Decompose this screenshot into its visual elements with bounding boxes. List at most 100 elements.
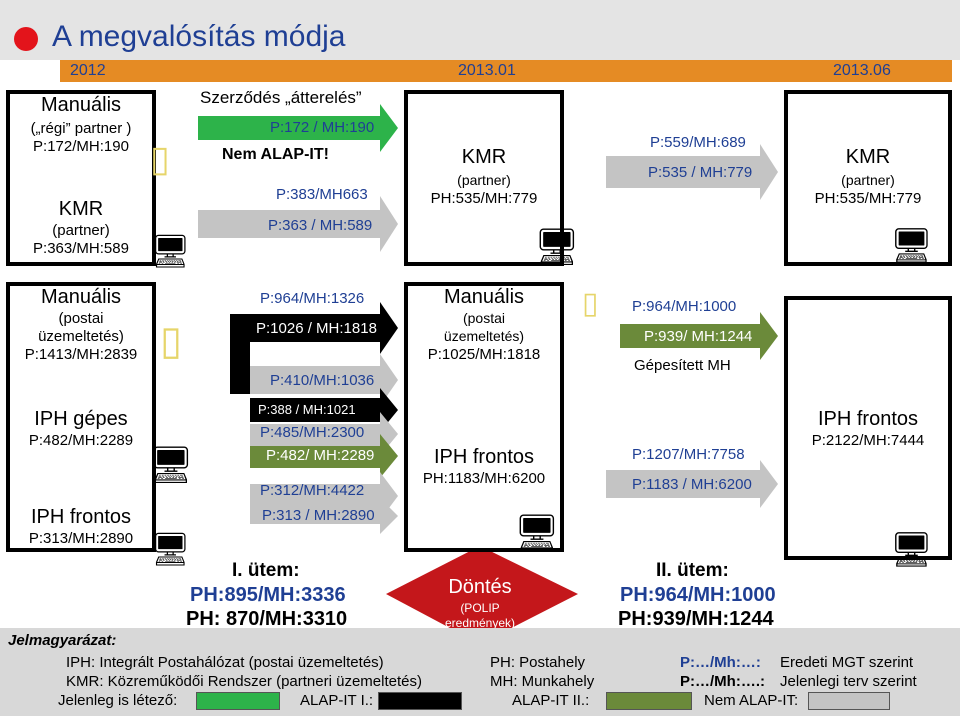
arrow3-label: P:1026 / MH:1818	[256, 320, 377, 337]
arrow2-label: P:363 / MH:589	[268, 217, 373, 234]
arrow1-label: P:172 / MH:190	[270, 119, 375, 136]
computer-icon: 🖥	[150, 531, 191, 567]
arrow10-top-label: P:559/MH:689	[650, 134, 746, 151]
arrow-green-1	[198, 104, 398, 152]
col1-b3-line3: üzemeltetés)	[38, 328, 124, 345]
col1-b3-line2: (postai	[58, 310, 104, 327]
phase1-line2: PH: 870/MH:3310	[186, 608, 348, 630]
arrow7-label: P:313 / MH:2890	[262, 507, 375, 524]
phase2-line2: PH:939/MH:1244	[618, 608, 774, 630]
note-icon: ▯	[150, 138, 170, 179]
computer-icon: 🖥	[890, 227, 934, 265]
arrow-olive-11	[620, 312, 778, 360]
phase1-title: I. ütem:	[232, 560, 300, 581]
box-col2-bottom	[404, 282, 564, 552]
col2-b2-line1: Manuális	[443, 286, 525, 308]
col1-b2-line3: P:363/MH:589	[33, 240, 129, 257]
col1-b5-line1: IPH frontos	[30, 506, 132, 528]
col2-b2-line2: (postai	[462, 310, 506, 326]
decision-line1: (POLIP	[460, 601, 500, 615]
col3-b1-line1: KMR	[845, 146, 891, 168]
box-col3-top	[784, 90, 952, 266]
legend-curr-desc: Jelenlegi terv szerint	[780, 673, 917, 690]
col2-b3-line2: PH:1183/MH:6200	[422, 470, 546, 487]
col1-b4-line1: IPH gépes	[34, 408, 128, 430]
col2-b1-line3: PH:535/MH:779	[430, 190, 538, 207]
box-col1-bottom	[6, 282, 156, 552]
legend-swatch-black	[378, 692, 462, 710]
arrow-gray-6	[250, 412, 398, 456]
legend-mh: MH: Munkahely	[490, 673, 595, 690]
col3-b2-line1: IPH frontos	[817, 408, 919, 430]
col2-b2-line3: üzemeltetés)	[443, 328, 525, 344]
arrow11-top-label: P:964/MH:1000	[632, 298, 737, 315]
legend-ph: PH: Postahely	[490, 654, 586, 671]
arrow-gray-4	[250, 354, 398, 406]
legend-heading: Jelmagyarázat:	[8, 632, 117, 649]
legend-swatch-gray	[808, 692, 890, 710]
arrow-gray-9	[250, 498, 398, 534]
legend-alap2: ALAP-IT II.:	[512, 692, 590, 709]
col1-b1-line2: („régi” partner )	[30, 120, 132, 137]
connector-black	[230, 338, 250, 394]
arrow6-label: P:482/ MH:2289	[266, 447, 375, 464]
legend-existing: Jelenleg is létező:	[58, 692, 178, 709]
arrow10-label: P:535 / MH:779	[648, 164, 753, 181]
legend-nemalap: Nem ALAP-IT:	[704, 692, 799, 709]
arrow5-label: P:388 / MH:1021	[258, 402, 356, 417]
arrow-black-5	[250, 388, 398, 432]
decision-diamond	[386, 546, 578, 644]
arrow3-top-label: P:964/MH:1326	[260, 290, 365, 307]
note-icon: ▯	[160, 319, 183, 363]
legend-iph: IPH: Integrált Postahálózat (postai üzem…	[66, 654, 384, 671]
computer-icon: 🖥	[150, 233, 191, 269]
arrow2-top-label: P:383/MH663	[276, 186, 368, 203]
legend-area	[0, 628, 960, 716]
computer-icon: 🖥	[514, 512, 560, 553]
col1-b4-line2: P:482/MH:2289	[28, 432, 134, 449]
arrow11-label: P:939/ MH:1244	[644, 328, 753, 345]
phase2-line1: PH:964/MH:1000	[620, 584, 776, 606]
arrow-olive-7	[250, 434, 398, 478]
decision-title: Döntés	[448, 576, 512, 598]
col2-b3-line1: IPH frontos	[433, 446, 535, 468]
col3-b2-line2: P:2122/MH:7444	[811, 432, 925, 449]
col3-b1-line2: (partner)	[841, 172, 895, 188]
legend-orig-desc: Eredeti MGT szerint	[780, 654, 914, 671]
legend-curr: P:…/Mh:….:	[680, 673, 765, 690]
not-alap-label: Nem ALAP-IT!	[222, 146, 329, 163]
legend-swatch-olive	[606, 692, 692, 710]
col3-b1-line3: PH:535/MH:779	[814, 190, 922, 207]
legend-swatch-green	[196, 692, 280, 710]
arrow-gray-12	[606, 460, 778, 508]
arrow7-top-label: P:312/MH:4422	[260, 482, 365, 499]
timeline-bar	[60, 60, 952, 82]
col1-b3-line4: P:1413/MH:2839	[24, 346, 138, 363]
box-col3-bottom	[784, 296, 952, 560]
arrow-gray-2	[198, 196, 398, 252]
col1-b1-line1: Manuális	[40, 94, 122, 116]
bullet-icon	[14, 27, 38, 51]
box-col2-top	[404, 90, 564, 266]
arrow6-top-label: P:485/MH:2300	[260, 424, 365, 441]
box-col1-top	[6, 90, 156, 266]
page-title: A megvalósítás módja	[52, 20, 346, 53]
phase2-title: II. ütem:	[656, 560, 729, 581]
note-icon: ▯	[582, 287, 599, 320]
arrow12-label: P:1183 / MH:6200	[632, 476, 752, 493]
arrow4-label: P:410/MH:1036	[270, 372, 375, 389]
col1-b1-line3: P:172/MH:190	[33, 138, 129, 155]
year-2013-01: 2013.01	[458, 62, 516, 79]
year-2012: 2012	[70, 62, 106, 79]
col1-b5-line2: P:313/MH:2890	[28, 530, 134, 547]
title-bar	[0, 0, 960, 60]
col2-b2-line4: P:1025/MH:1818	[427, 346, 541, 363]
col2-b1-line1: KMR	[461, 146, 507, 168]
legend-kmr: KMR: Közreműködői Rendszer (partneri üze…	[66, 673, 422, 690]
arrow12-top-label: P:1207/MH:7758	[632, 446, 745, 463]
col2-b1-line2: (partner)	[457, 172, 511, 188]
contract-label: Szerződés „átterelés”	[200, 88, 362, 107]
phase1-line1: PH:895/MH:3336	[190, 584, 346, 606]
computer-icon: 🖥	[534, 226, 580, 267]
